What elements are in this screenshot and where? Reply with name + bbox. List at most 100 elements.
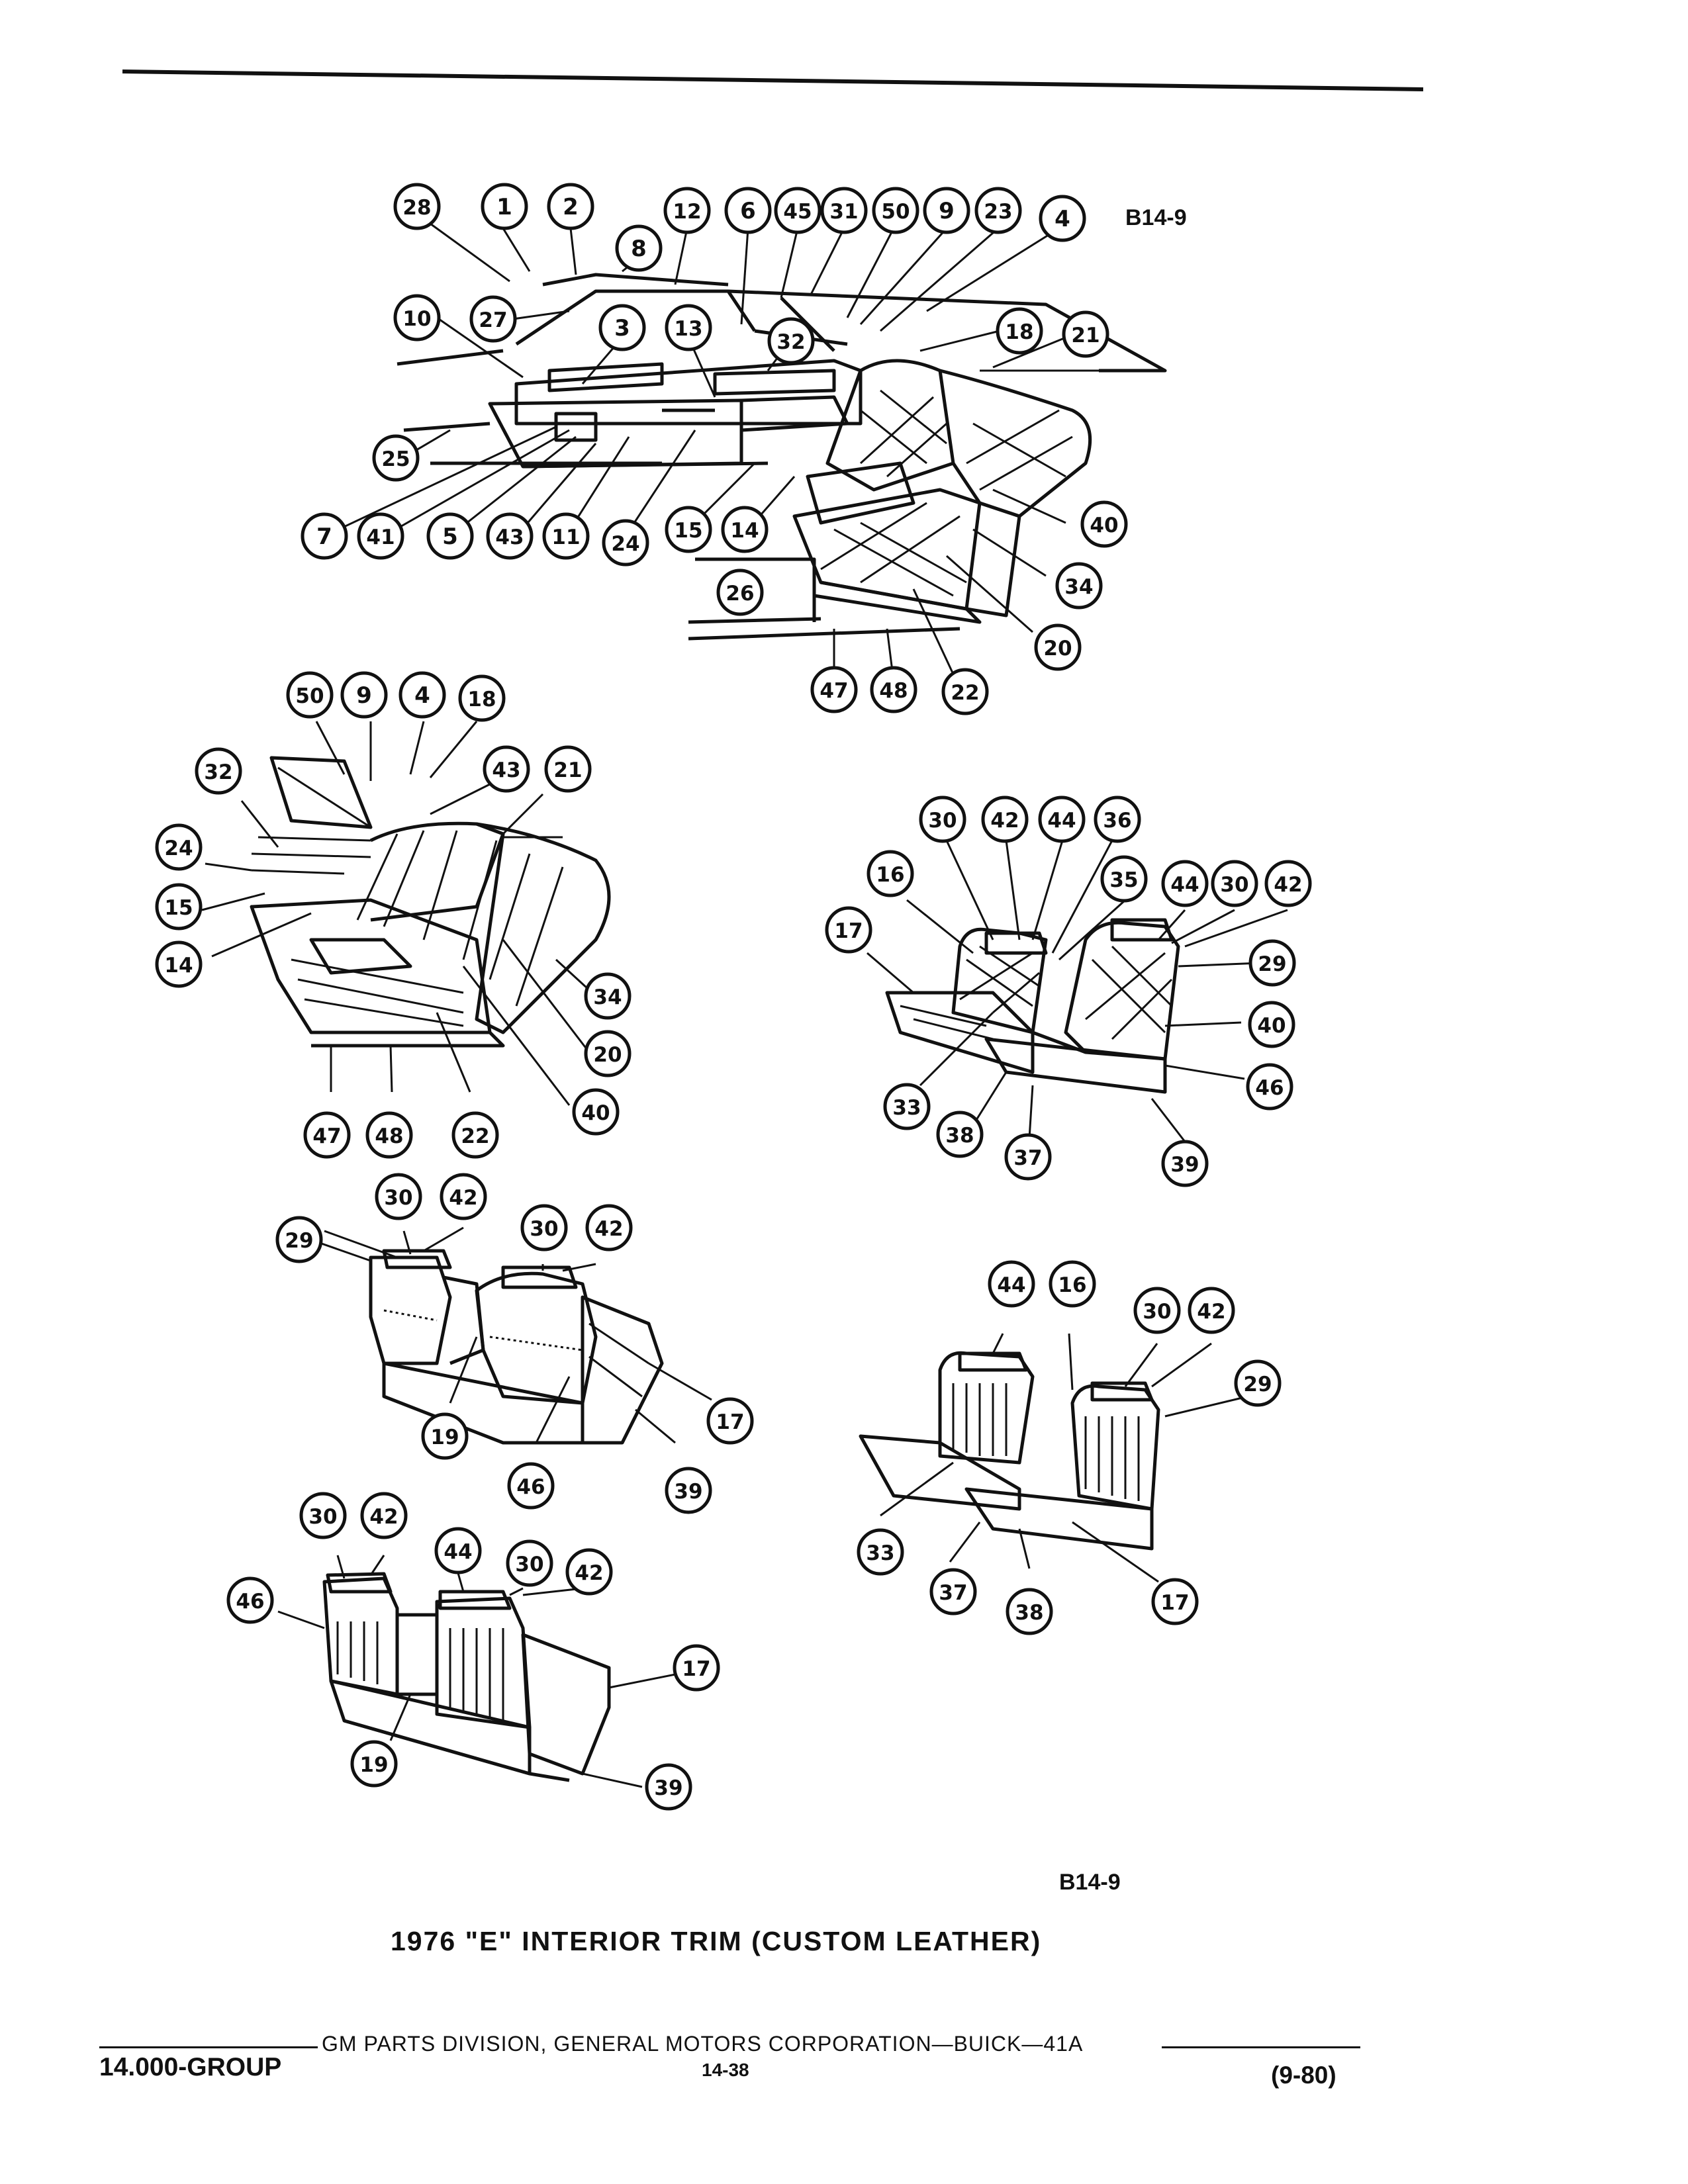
callout-number: 42 (449, 1186, 477, 1210)
callout-circle (820, 187, 868, 234)
diagram-code-top: B14-9 (1125, 205, 1187, 230)
callout-number: 18 (1005, 320, 1033, 344)
callout-number: 15 (674, 519, 702, 543)
callout-number: 21 (553, 758, 582, 782)
callout-circle (1133, 1287, 1181, 1334)
callout-number: 2 (563, 194, 579, 220)
callout-circle (1188, 1287, 1235, 1334)
callout-number: 10 (402, 307, 431, 331)
callout-circle (1006, 1588, 1053, 1635)
callout-number: 29 (1243, 1373, 1272, 1396)
callout-number: 35 (1109, 868, 1138, 892)
callout-number: 38 (945, 1124, 974, 1148)
callout-number: 31 (829, 200, 858, 224)
callout-number: 45 (783, 200, 812, 224)
callout-circle (981, 796, 1029, 843)
callout-number: 30 (384, 1186, 412, 1210)
callout-number: 40 (1090, 514, 1118, 537)
callout-circle (1248, 939, 1296, 987)
callout-number: 4 (1055, 206, 1070, 232)
callout-circle (299, 1492, 347, 1539)
callout-number: 23 (984, 200, 1012, 224)
callout-circle (996, 307, 1043, 355)
callout-circle (602, 519, 649, 567)
callout-circle (421, 1412, 469, 1460)
callout-number: 21 (1071, 324, 1100, 347)
callout-circle (572, 1088, 620, 1136)
callout-circle (303, 1111, 351, 1159)
callout-number: 18 (467, 688, 496, 711)
callout-circle (547, 183, 594, 230)
callout-number: 12 (673, 200, 701, 224)
callout-number: 22 (461, 1124, 489, 1148)
callout-circle (350, 1740, 398, 1788)
callout-circle (195, 747, 242, 795)
callout-number: 14 (730, 519, 759, 543)
callout-number: 30 (928, 809, 957, 833)
header-rule (122, 69, 1424, 91)
callout-number: 8 (631, 236, 647, 262)
callout-number: 30 (515, 1553, 543, 1576)
callout-circle (584, 1030, 632, 1077)
callout-circle (645, 1763, 692, 1811)
callout-circle (974, 187, 1022, 234)
callout-circle (929, 1568, 977, 1615)
callout-number: 5 (442, 523, 458, 550)
callout-number: 40 (1257, 1014, 1286, 1038)
callout-circle (226, 1576, 274, 1624)
callout-number: 30 (308, 1505, 337, 1529)
callout-circle (393, 294, 441, 341)
callout-circle (584, 972, 632, 1020)
callout-circle (357, 512, 404, 560)
callout-number: 42 (1197, 1300, 1225, 1324)
callout-circle (941, 668, 989, 715)
callout-circle (598, 304, 646, 351)
callout-circle (544, 745, 592, 793)
callout-number: 30 (1220, 873, 1248, 897)
callout-circle (774, 187, 821, 234)
bucket-pleat-illustration (859, 1351, 1160, 1551)
callout-circle (923, 187, 970, 234)
callout-circle (706, 1397, 754, 1445)
callout-number: 34 (1064, 575, 1093, 599)
callout-circle (155, 823, 203, 871)
callout-circle (155, 940, 203, 988)
callout-number: 24 (164, 837, 193, 860)
page-caption: 1976 "E" INTERIOR TRIM (CUSTOM LEATHER) (391, 1926, 1042, 1956)
callout-number: 46 (1255, 1076, 1284, 1100)
callout-circle (365, 1111, 413, 1159)
callout-circle (883, 1083, 931, 1130)
callout-number: 44 (997, 1273, 1025, 1297)
callout-circle (1151, 1578, 1199, 1625)
callout-number: 29 (1258, 952, 1286, 976)
callout-circle (286, 671, 334, 719)
callout-number: 42 (575, 1561, 603, 1585)
callout-circle (458, 674, 506, 722)
callout-number: 15 (164, 896, 193, 920)
callout-circle (585, 1204, 633, 1251)
callout-circle (360, 1492, 408, 1539)
callout-circle (1264, 860, 1312, 907)
callout-number: 14 (164, 954, 193, 978)
callout-circle (275, 1216, 323, 1263)
callout-number: 6 (740, 198, 756, 224)
callout-circle (486, 512, 534, 560)
callout-circle (426, 512, 474, 560)
footer-date: (9-80) (1271, 2062, 1336, 2089)
callout-circle (870, 666, 917, 713)
callout-circle (507, 1462, 555, 1510)
bucket-diamond-illustration (885, 918, 1180, 1094)
callout-circle (1049, 1260, 1096, 1308)
callout-number: 39 (674, 1480, 702, 1504)
callout-circle (1234, 1359, 1282, 1407)
callout-circle (867, 850, 914, 897)
callout-circle (1161, 1140, 1209, 1187)
callout-circle (1004, 1133, 1052, 1181)
callout-circle (340, 671, 388, 719)
callout-circle (724, 187, 772, 234)
callout-number: 38 (1015, 1601, 1043, 1625)
callout-circle (936, 1111, 984, 1158)
callout-circle (665, 506, 712, 553)
